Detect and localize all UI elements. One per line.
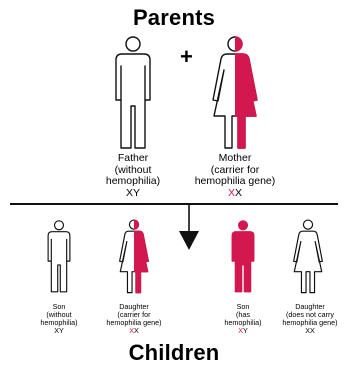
chromosome-letter: X	[129, 326, 134, 335]
mother-chromosomes: XX	[183, 186, 287, 200]
mother-label-line: hemophilia gene)	[194, 175, 276, 187]
child-chromosomes: XX	[274, 327, 346, 335]
parents-title: Parents	[132, 5, 216, 30]
chromosome-letter: X	[54, 326, 59, 335]
child-label-line: (carrier for	[117, 310, 151, 319]
mother-label-line: (carrier for	[210, 163, 260, 176]
child-chromosomes: XX	[96, 327, 172, 335]
child-chromosomes: XY	[210, 327, 276, 335]
child-label-line: Son	[52, 302, 66, 311]
mother-label-line: Mother	[218, 152, 252, 164]
son-hemophilia-label: Son (has hemophilia) XY	[210, 303, 276, 335]
father-male-icon	[115, 36, 151, 149]
child-label-line: Daughter	[119, 302, 149, 311]
child-label-line: hemophilia)	[224, 318, 262, 327]
child-label-line: hemophilia gene)	[106, 318, 162, 327]
plus-sign: +	[180, 44, 193, 69]
father-label-line: Father	[117, 152, 149, 164]
mother-label: Mother (carrier for hemophilia gene) XX	[183, 152, 287, 200]
child-label-line: hemophilia gene)	[282, 318, 338, 327]
child-label-line: (without	[46, 310, 72, 319]
chromosome-letter: X	[310, 326, 315, 335]
daughter-healthy-female-icon	[293, 219, 323, 294]
child-chromosomes: XY	[26, 327, 92, 335]
chromosome-letter: X	[134, 326, 139, 335]
mother-carrier-female-icon	[212, 36, 258, 149]
down-arrow-icon	[179, 205, 199, 250]
chromosome-letter: X	[235, 186, 243, 199]
chromosome-letter: Y	[243, 326, 248, 335]
child-label-line: (does not carry	[286, 310, 334, 319]
father-chromosomes: XY	[125, 186, 140, 199]
child-label-line: (has	[236, 310, 250, 319]
children-title: Children	[128, 340, 220, 365]
son-healthy-male-icon	[47, 220, 71, 293]
daughter-carrier-female-icon	[119, 219, 149, 294]
daughter-healthy-label: Daughter (does not carry hemophilia gene…	[274, 303, 346, 335]
chromosome-letter: X	[238, 326, 243, 335]
divider-line	[10, 203, 338, 205]
father-label-line: (without	[114, 163, 152, 176]
son-hemophilia-male-icon	[231, 220, 255, 293]
son-healthy-label: Son (without hemophilia) XY	[26, 303, 92, 335]
father-label: Father (without hemophilia) XY	[93, 152, 173, 199]
chromosome-letter: Y	[59, 326, 64, 335]
daughter-carrier-label: Daughter (carrier for hemophilia gene) X…	[96, 303, 172, 335]
father-label-line: hemophilia)	[105, 175, 161, 187]
child-label-line: Son	[236, 302, 250, 311]
child-label-line: Daughter	[295, 302, 325, 311]
chromosome-letter: X	[305, 326, 310, 335]
child-label-line: hemophilia)	[40, 318, 78, 327]
chromosome-letter: X	[227, 186, 235, 199]
